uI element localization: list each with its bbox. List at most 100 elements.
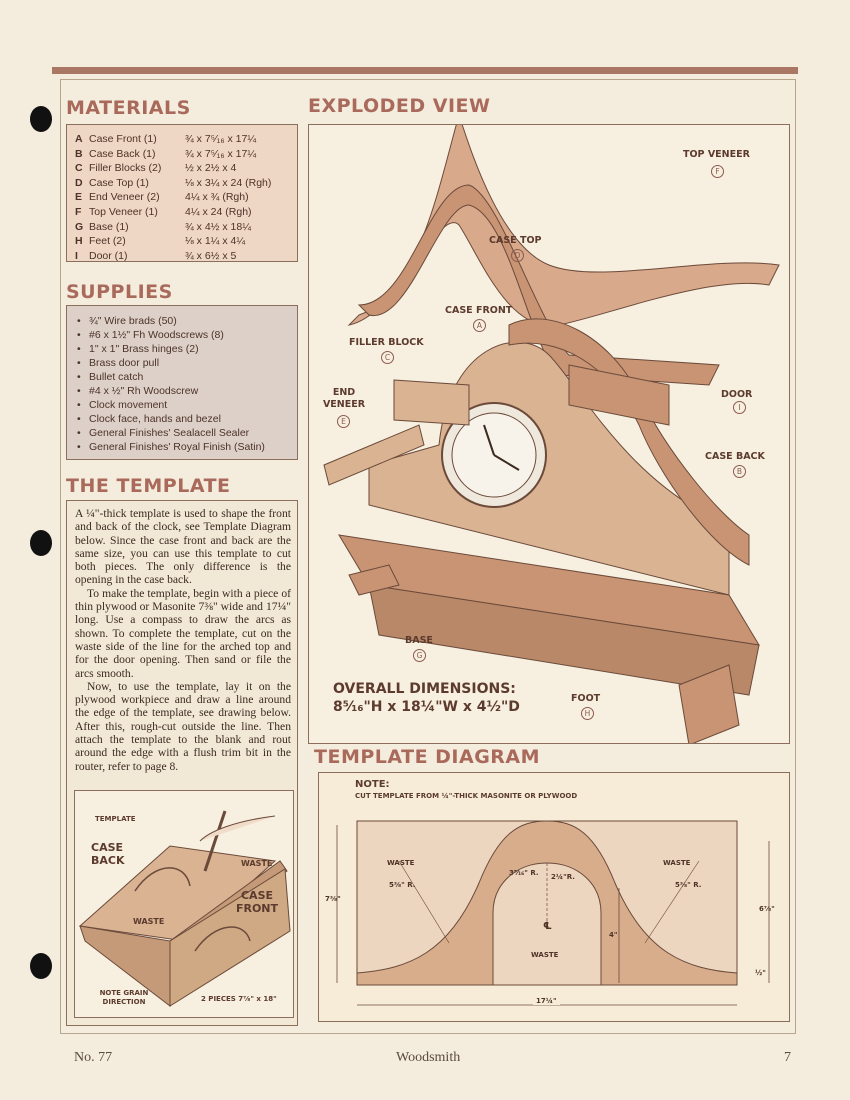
top-rule — [52, 67, 798, 74]
material-letter: F — [75, 205, 82, 218]
template-diagram: NOTE: CUT TEMPLATE FROM ¼"-THICK MASONIT… — [318, 772, 790, 1022]
diagram-radius-left: 5⅜" R. — [389, 881, 416, 889]
template-diagram-heading: TEMPLATE DIAGRAM — [314, 746, 541, 768]
illus-case-back-label: CASE BACK — [91, 841, 125, 867]
material-row: D Case Top (1) ⅛ x 3¼ x 24 (Rgh) — [75, 176, 297, 191]
filler-block-label: FILLER BLOCK — [349, 337, 424, 348]
illus-pieces-label: 2 PIECES 7⅞" x 18" — [201, 995, 277, 1003]
template-heading: THE TEMPLATE — [66, 475, 231, 497]
material-dims: ⅛ x 1¼ x 4¼ — [185, 235, 246, 248]
supply-item: General Finishes' Royal Finish (Satin) — [77, 440, 297, 454]
binder-hole-bottom — [30, 953, 52, 979]
material-dims: ¾ x 7⁵⁄₁₆ x 17¼ — [185, 147, 257, 160]
materials-heading: MATERIALS — [66, 97, 191, 119]
material-part: Top Veneer (1) — [89, 205, 158, 218]
door-label: DOOR — [721, 389, 753, 400]
supply-item: #6 x 1½" Fh Woodscrews (8) — [77, 328, 297, 342]
supplies-list: ¾" Wire brads (50)#6 x 1½" Fh Woodscrews… — [66, 305, 298, 460]
material-part: Filler Blocks (2) — [89, 162, 162, 175]
template-illustration-drawing — [78, 810, 291, 1008]
material-row: I Door (1) ¾ x 6½ x 5 — [75, 249, 297, 264]
material-row: E End Veneer (2) 4¼ x ¾ (Rgh) — [75, 190, 297, 205]
material-part: Feet (2) — [89, 235, 126, 248]
material-letter: I — [75, 249, 78, 262]
end-veneer-label: END VENEER — [322, 387, 366, 410]
illus-waste-right-label: WASTE — [241, 859, 273, 868]
material-part: Door (1) — [89, 249, 128, 262]
material-letter: A — [75, 133, 83, 145]
material-row: C Filler Blocks (2) ½ x 2½ x 4 — [75, 161, 297, 176]
illus-case-front-label: CASE FRONT — [235, 889, 279, 915]
material-letter: D — [75, 176, 83, 189]
page-frame — [60, 79, 796, 1034]
diagram-waste-right: WASTE — [663, 859, 691, 867]
overall-dimensions-title: OVERALL DIMENSIONS: — [333, 681, 516, 697]
case-top-callout: D — [511, 249, 524, 262]
material-letter: E — [75, 191, 83, 204]
template-paragraph: Now, to use the template, lay it on the … — [75, 679, 291, 773]
supply-item: Clock face, hands and bezel — [77, 412, 297, 426]
illus-template-label: TEMPLATE — [95, 815, 136, 823]
overall-dimensions-value: 8⁵⁄₁₆"H x 18¼"W x 4½"D — [333, 699, 520, 715]
supply-item: ¾" Wire brads (50) — [77, 314, 297, 328]
supply-item: General Finishes' Sealacell Sealer — [77, 426, 297, 440]
diagram-waste-center: WASTE — [531, 951, 559, 959]
diagram-note-title: NOTE: — [355, 779, 390, 790]
footer-magazine: Woodsmith — [396, 1050, 461, 1065]
diagram-right-height-dim: 6⅞" — [759, 905, 775, 913]
material-dims: 4¼ x ¾ (Rgh) — [185, 191, 249, 204]
foot-label: FOOT — [571, 693, 601, 704]
diagram-radius-arch: 3⁵⁄₁₆" R. — [509, 869, 539, 877]
case-front-callout: A — [473, 319, 486, 332]
material-letter: B — [75, 147, 83, 160]
diagram-width-dim: 17¼" — [533, 997, 560, 1005]
door-callout: I — [733, 401, 746, 414]
diagram-door-height-dim: 4" — [609, 931, 618, 939]
diagram-height-dim: 7⅜" — [325, 895, 341, 903]
material-dims: ⅛ x 3¼ x 24 (Rgh) — [185, 176, 272, 189]
material-dims: ¾ x 6½ x 5 — [185, 249, 237, 262]
material-row: H Feet (2) ⅛ x 1¼ x 4¼ — [75, 234, 297, 249]
footer-issue: No. 77 — [74, 1050, 113, 1065]
template-paragraph: To make the template, begin with a piece… — [75, 586, 291, 680]
material-dims: ¾ x 4½ x 18¼ — [185, 220, 251, 233]
material-letter: G — [75, 220, 84, 233]
top-veneer-callout: F — [711, 165, 724, 178]
material-dims: ¾ x 7⁵⁄₁₆ x 17¼ — [185, 133, 257, 145]
material-row: F Top Veneer (1) 4¼ x 24 (Rgh) — [75, 205, 297, 220]
case-front-label: CASE FRONT — [445, 305, 513, 316]
supplies-heading: SUPPLIES — [66, 281, 173, 303]
exploded-view-illustration: TOP VENEER F CASE TOP D CASE FRONT A FIL… — [308, 124, 790, 744]
template-paragraph: A ¼"-thick template is used to shape the… — [75, 507, 291, 587]
material-dims: 4¼ x 24 (Rgh) — [185, 205, 252, 218]
supply-item: #4 x ½" Rh Woodscrew — [77, 384, 297, 398]
material-letter: C — [75, 162, 83, 175]
material-part: Case Back (1) — [89, 147, 156, 160]
material-part: Base (1) — [89, 220, 129, 233]
illus-grain-label: NOTE GRAIN DIRECTION — [99, 989, 149, 1006]
diagram-centerline-mark: ℄ — [543, 921, 552, 932]
diagram-radius-inner: 2¼"R. — [551, 873, 575, 881]
diagram-waste-left: WASTE — [387, 859, 415, 867]
diagram-bottom-height-dim: ½" — [755, 969, 766, 977]
diagram-radius-right: 5⅜" R. — [675, 881, 702, 889]
material-row: G Base (1) ¾ x 4½ x 18¼ — [75, 220, 297, 235]
case-back-label: CASE BACK — [705, 451, 765, 462]
top-veneer-label: TOP VENEER — [683, 149, 750, 160]
filler-block-callout: C — [381, 351, 394, 364]
base-label: BASE — [405, 635, 433, 646]
binder-hole-top — [30, 106, 52, 132]
material-part: End Veneer (2) — [89, 191, 160, 204]
material-dims: ½ x 2½ x 4 — [185, 162, 237, 175]
exploded-view-heading: EXPLODED VIEW — [308, 95, 491, 117]
supply-item: Brass door pull — [77, 356, 297, 370]
material-letter: H — [75, 235, 83, 248]
template-illustration: TEMPLATE CASE BACK WASTE CASE FRONT WAST… — [74, 790, 294, 1018]
base-callout: G — [413, 649, 426, 662]
supply-item: Clock movement — [77, 398, 297, 412]
material-part: Case Top (1) — [89, 176, 149, 189]
foot-callout: H — [581, 707, 594, 720]
supply-item: 1" x 1" Brass hinges (2) — [77, 342, 297, 356]
